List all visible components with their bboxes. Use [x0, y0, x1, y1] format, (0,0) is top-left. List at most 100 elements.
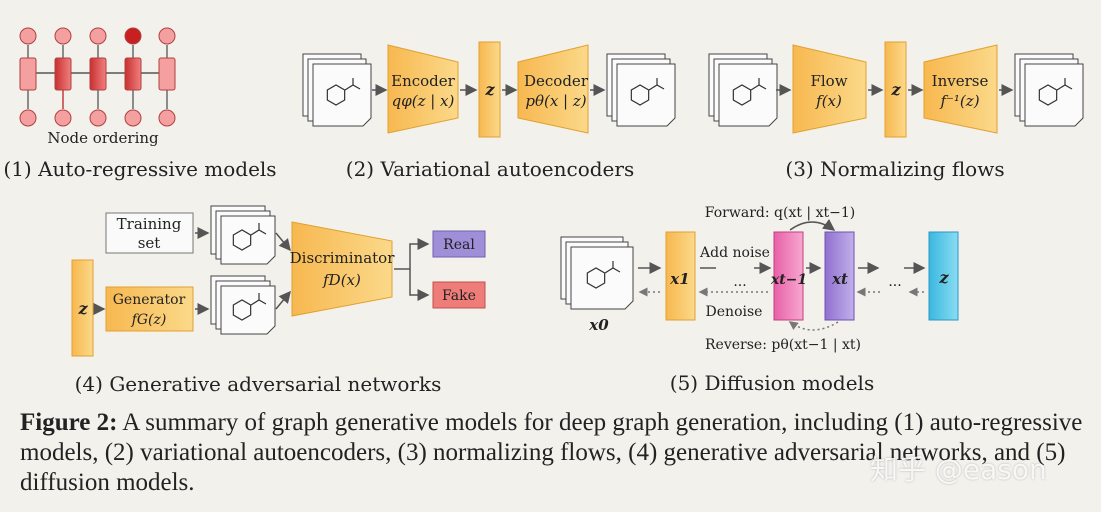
panel-flows: Flow f(x) z Inverse f⁻¹(z) (3) Normalizi… [708, 41, 1084, 181]
molecule-ring [232, 229, 252, 251]
flow-label: Flow [810, 72, 847, 90]
gan-z-label: z [77, 299, 88, 318]
panel-autoregressive: Node ordering (1) Auto-regressive models [3, 27, 277, 181]
molecule-bond [604, 261, 621, 274]
molecule-stack-output [606, 53, 676, 127]
node-top [89, 27, 107, 45]
fake-box [432, 281, 486, 309]
inverse-label: Inverse [932, 72, 989, 90]
latent-z-block [478, 41, 501, 138]
dots-right: ··· [888, 278, 901, 294]
node-bottom [89, 109, 107, 127]
discriminator-label: Discriminator [290, 249, 396, 267]
diffusion-z-block [928, 231, 959, 321]
figure-caption-text: A summary of graph generative models for… [20, 409, 1083, 496]
caption-vae: (2) Variational autoencoders [346, 157, 634, 181]
decoder-block [517, 44, 589, 134]
panel-gan: Training set z Generator fG(z) Discrimin… [71, 205, 486, 396]
figure-caption: Figure 2: A summary of graph generative … [20, 408, 1090, 498]
denoise-label: Denoise [706, 304, 763, 320]
fake-label: Fake [442, 288, 476, 304]
molecule-bond [344, 78, 361, 91]
training-set-box [105, 212, 194, 254]
node-bottom [19, 109, 37, 127]
molecule-stack-fake [210, 275, 276, 335]
x1-block [665, 231, 696, 321]
molecule-ring [732, 84, 752, 106]
molecule-ring [232, 299, 252, 321]
gan-z-block [71, 259, 94, 357]
molecule-bond [648, 78, 665, 91]
panel-diffusion: Forward: q(xt | xt−1) x0 x1 Add noise ··… [560, 205, 959, 395]
training-set-label-2: set [138, 234, 161, 252]
node-ordering-label: Node ordering [47, 129, 159, 147]
node-bottom [158, 109, 176, 127]
add-noise-label: Add noise [699, 245, 770, 261]
figure-caption-label: Figure 2: [20, 409, 118, 436]
node-top [124, 27, 142, 45]
node-hidden [89, 57, 107, 91]
inverse-block [923, 44, 998, 134]
paper-sheet [616, 63, 676, 127]
latent-z-label: z [484, 80, 495, 99]
inverse-expr: f⁻¹(z) [939, 92, 979, 110]
molecule-stack-output-flow [1014, 53, 1084, 127]
xt-block [824, 231, 855, 321]
flow-z-label: z [890, 80, 901, 99]
molecule-bond [1056, 78, 1073, 91]
xt-minus-1-label: xt−1 [770, 272, 807, 288]
reverse-label: Reverse: pθ(xt−1 | xt) [705, 337, 861, 353]
generator-expr: fG(z) [131, 312, 167, 328]
diagram: Node ordering (1) Auto-regressive models… [3, 27, 1084, 396]
caption-flows: (3) Normalizing flows [785, 157, 1004, 181]
x0-label: x0 [588, 316, 609, 334]
generator-block [105, 286, 194, 332]
node-top [19, 27, 37, 45]
paper-sheet [220, 285, 276, 335]
flow-block [792, 44, 867, 134]
molecule-stack-input-flow [708, 53, 778, 127]
molecule-stack-real [210, 205, 276, 265]
diffusion-z-label: z [938, 268, 949, 287]
watermark: 知乎 @eason [870, 453, 1047, 486]
molecule-bond [750, 78, 767, 91]
xt-minus-1-block [773, 231, 804, 321]
node-bottom [124, 109, 142, 127]
x1-label: x1 [669, 270, 689, 288]
encoder-block [387, 44, 459, 134]
node-hidden [124, 57, 142, 91]
forward-label: Forward: q(xt | xt−1) [705, 205, 855, 221]
xt-label: xt [831, 270, 848, 288]
discriminator-expr: fD(x) [322, 271, 361, 289]
molecule-ring [586, 267, 606, 289]
paper-sheet [1024, 63, 1084, 127]
molecule-ring [1038, 84, 1058, 106]
molecule-stack-input [302, 53, 372, 127]
caption-autoregressive: (1) Auto-regressive models [3, 157, 276, 181]
caption-diffusion: (5) Diffusion models [670, 371, 874, 395]
node-top [158, 27, 176, 45]
flow-z-block [884, 41, 907, 138]
discriminator-block [291, 221, 393, 317]
encoder-expr: qφ(z | x) [392, 92, 455, 110]
training-set-label-1: Training [117, 215, 182, 233]
panel-vae: Encoder qφ(z | x) z Decoder pθ(x | z) (2… [302, 41, 676, 181]
node-bottom [54, 109, 72, 127]
molecule-bond [250, 293, 267, 306]
node-top [54, 27, 72, 45]
paper-sheet [220, 215, 276, 265]
decoder-expr: pθ(x | z) [525, 92, 586, 110]
molecule-ring [630, 84, 650, 106]
encoder-label: Encoder [391, 72, 456, 90]
caption-gan: (4) Generative adversarial networks [75, 372, 442, 396]
dots-left: ··· [733, 278, 746, 294]
real-box [432, 230, 486, 258]
molecule-stack-x0 [560, 236, 634, 310]
flow-expr: f(x) [815, 92, 842, 110]
molecule-bond [250, 223, 267, 236]
node-hidden [158, 57, 176, 91]
node-hidden [19, 57, 37, 91]
generator-label: Generator [113, 292, 186, 308]
node-hidden [54, 57, 72, 91]
paper-sheet [718, 63, 778, 127]
